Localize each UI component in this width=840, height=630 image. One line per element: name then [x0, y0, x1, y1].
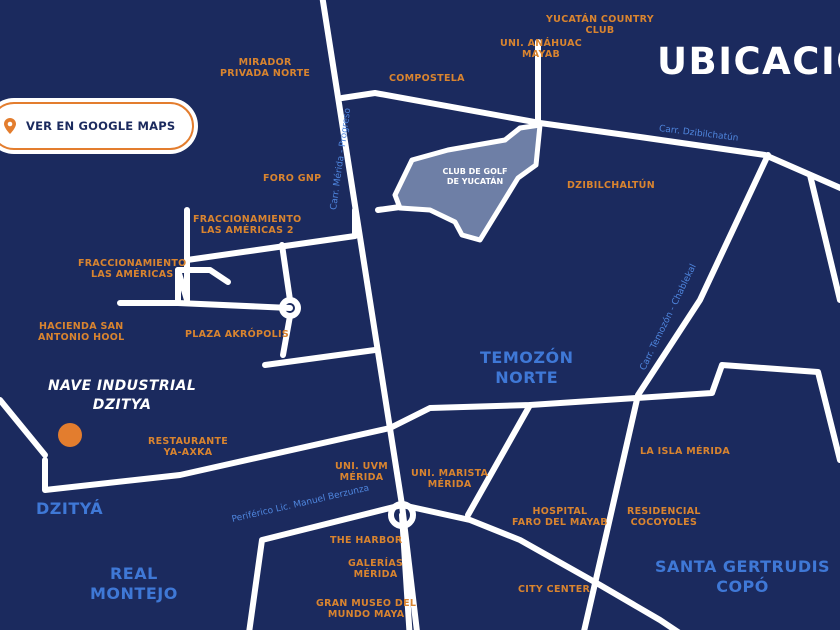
- place-las-americas-2: FRACCIONAMIENTO LAS AMÉRICAS 2: [193, 214, 302, 236]
- place-hacienda: HACIENDA SAN ANTONIO HOOL: [38, 321, 125, 343]
- zone-real-montejo: REAL MONTEJO: [90, 564, 178, 603]
- place-la-isla: LA ISLA MÉRIDA: [640, 446, 731, 457]
- road-americas-a: [117, 207, 190, 306]
- road-americas-f: [280, 313, 293, 358]
- page-title: UBICACIÓN: [657, 40, 840, 83]
- road-americas-c: [184, 207, 358, 263]
- zone-dzitya: DZITYÁ: [36, 499, 104, 518]
- road-plaza: [262, 347, 378, 368]
- place-city-center: CITY CENTER: [518, 584, 591, 595]
- property-name: NAVE INDUSTRIAL DZITYA: [48, 377, 196, 415]
- road-periferico-south: [399, 512, 413, 630]
- place-restaurante: RESTAURANTE YA-AXKA: [148, 436, 229, 458]
- place-compostela: COMPOSTELA: [389, 73, 465, 84]
- place-the-harbor: THE HARBOR: [330, 535, 403, 546]
- place-residencial: RESIDENCIAL COCOYOLES: [627, 506, 701, 528]
- google-maps-button-label: VER EN GOOGLE MAPS: [26, 119, 176, 133]
- google-maps-button[interactable]: VER EN GOOGLE MAPS: [0, 98, 198, 154]
- zone-santa-gertrudis: SANTA GERTRUDIS COPÓ: [655, 557, 831, 596]
- place-hospital: HOSPITAL FARO DEL MAYAB: [512, 506, 608, 528]
- place-plaza-akropolis: PLAZA AKRÓPOLIS: [185, 329, 289, 340]
- road-east-vertical: [807, 172, 840, 303]
- road-periferico: [246, 502, 681, 630]
- road-compostela: [339, 90, 840, 192]
- property-name-line2: DZITYA: [92, 397, 152, 413]
- golf-club-area: [392, 122, 543, 243]
- road-americas-d: [279, 242, 293, 303]
- place-yucatan-country-club: YUCATÁN COUNTRY CLUB: [546, 14, 654, 36]
- place-foro-gnp: FORO GNP: [263, 173, 322, 184]
- place-gran-museo: GRAN MUSEO DEL MUNDO MAYA: [316, 598, 417, 620]
- place-dzibilchaltun: DZIBILCHALTÚN: [567, 180, 655, 191]
- property-location-marker[interactable]: [58, 423, 82, 447]
- place-uni-uvm: UNI. UVM MÉRIDA: [335, 461, 389, 483]
- place-galerias: GALERÍAS MÉRIDA: [348, 558, 404, 580]
- interchange: [388, 501, 416, 529]
- place-uni-marista: UNI. MARISTA MÉRIDA: [411, 468, 489, 490]
- road-dzitya-west: [0, 397, 48, 458]
- road-americas-b: [175, 267, 231, 285]
- road-marista: [465, 402, 533, 518]
- golf-club-label: CLUB DE GOLF DE YUCATÁN: [442, 167, 508, 186]
- place-uni-anahuac: UNI. ANÁHUAC MAYAB: [500, 38, 583, 60]
- property-name-line1: NAVE INDUSTRIAL: [48, 378, 197, 394]
- road-americas-e: [175, 300, 293, 311]
- zone-temozon-norte: TEMOZÓN NORTE: [480, 348, 574, 387]
- road-middle: [42, 362, 840, 493]
- map-pin-icon: [4, 118, 16, 134]
- place-las-americas: FRACCIONAMIENTO LAS AMÉRICAS: [78, 258, 187, 280]
- road-golf-connector: [375, 204, 403, 213]
- place-mirador: MIRADOR PRIVADA NORTE: [220, 57, 311, 79]
